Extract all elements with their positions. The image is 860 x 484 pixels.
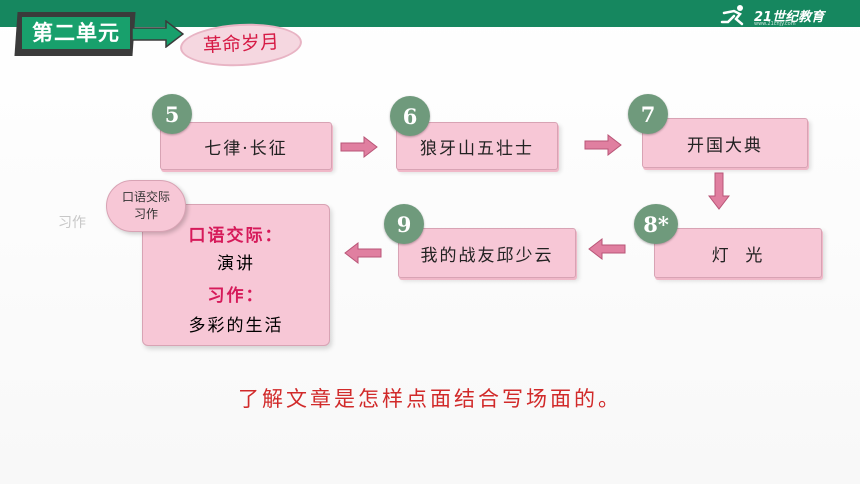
activity-card[interactable]: 口语交际： 演讲 习作： 多彩的生活	[142, 204, 330, 346]
lesson-title: 灯 光	[711, 245, 765, 266]
flow-arrow-icon	[584, 134, 622, 156]
lesson-number-badge: 9	[384, 204, 424, 244]
bubble-line: 习作	[133, 207, 158, 221]
lesson-title: 狼牙山五壮士	[420, 138, 534, 159]
top-bar	[0, 0, 860, 27]
oral-heading: 口语交际：	[188, 226, 284, 246]
logo: 21世纪教育 www.21cnjy.com	[718, 4, 824, 30]
flow-arrow-icon	[588, 238, 626, 260]
lesson-title: 七律·长征	[204, 138, 288, 159]
lesson-number-badge: 6	[390, 96, 430, 136]
oral-topic: 演讲	[217, 254, 255, 274]
lesson-number-badge: 5	[152, 94, 192, 134]
logo-text: 21世纪教育	[754, 10, 825, 25]
writing-heading: 习作：	[207, 286, 265, 306]
lesson-card-7[interactable]: 开国大典	[642, 118, 808, 168]
running-man-logo-icon	[720, 5, 744, 26]
lesson-number-badge: 7	[628, 94, 668, 134]
flow-arrow-icon	[344, 242, 382, 264]
flow-arrow-icon	[340, 136, 378, 158]
lesson-card-8[interactable]: 灯 光	[654, 228, 822, 278]
lesson-card-9[interactable]: 我的战友邱少云	[398, 228, 576, 278]
lesson-card-5[interactable]: 七律·长征	[160, 122, 332, 170]
lesson-number-badge: 8*	[634, 204, 678, 244]
activity-bubble[interactable]: 口语交际 习作	[106, 180, 186, 232]
logo-url: www.21cnjy.com	[754, 21, 796, 27]
summary-text: 了解文章是怎样点面结合写场面的。	[238, 387, 622, 411]
writing-topic: 多彩的生活	[188, 316, 284, 336]
flow-arrow-icon	[708, 172, 730, 210]
unit-arrow-icon	[132, 20, 184, 48]
lesson-title: 开国大典	[687, 135, 763, 156]
theme-label: 革命岁月	[178, 20, 304, 70]
bubble-line: 口语交际	[121, 190, 170, 204]
unit-label: 第二单元	[22, 17, 130, 49]
lesson-title: 我的战友邱少云	[420, 245, 554, 266]
ghost-label: 习作	[58, 215, 86, 231]
